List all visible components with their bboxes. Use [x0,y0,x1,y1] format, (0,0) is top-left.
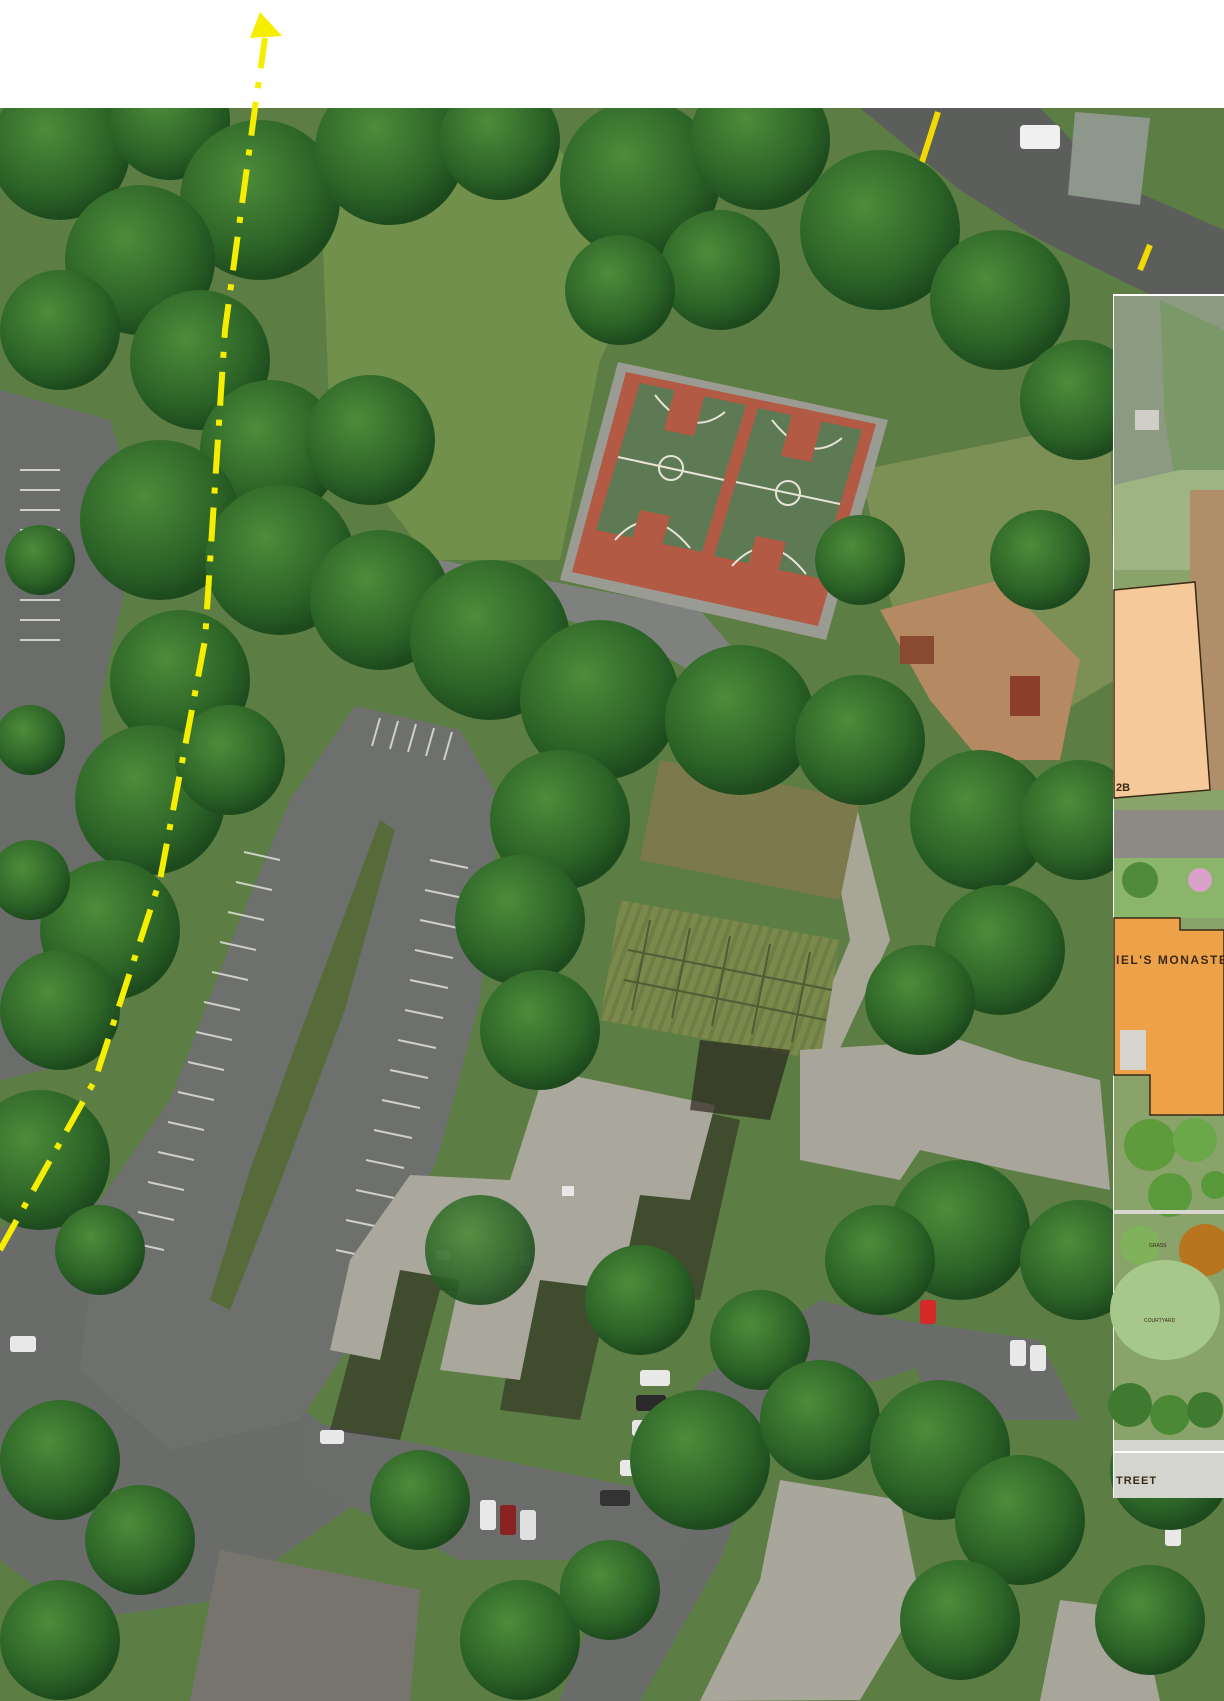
plan-trees [1108,1118,1224,1435]
route-arrow[interactable] [0,12,282,1252]
building-label-1: 2B [1116,782,1130,794]
play-structure-2 [1010,676,1040,716]
tree-canopy [0,108,1224,1700]
plan-small-label-2: COURTYARD [1144,1318,1176,1324]
footpath [800,780,890,1070]
play-structure [900,636,934,664]
site-plan-lawn [1160,300,1224,480]
plan-entry-stair [1120,1030,1146,1070]
plan-divider [1114,1210,1224,1214]
plan-small-label-1: GRASS [1149,1243,1167,1249]
plan-courtyard [1110,1260,1220,1360]
plan-flowering-tree [1188,868,1212,892]
aerial-photo [0,108,1224,1701]
site-plan-house [1135,410,1159,430]
car [1020,125,1060,149]
street-label: TREET [1116,1475,1157,1487]
road-northeast [860,108,1224,330]
curb-marking [919,111,941,163]
building-light [1113,581,1211,799]
plan-tree [1122,862,1158,898]
roof-northeast [1068,112,1150,205]
building-label-2: IEL'S MONASTER [1116,953,1224,967]
community-garden [600,900,840,1060]
basketball-courts [560,362,888,640]
parking-stripes [20,469,469,1259]
route-arrowhead-icon [250,12,282,38]
site-plan-overlay[interactable]: 2B IEL'S MONASTER GRASS COURTYARD TREET [1108,294,1224,1498]
site-plan-road [1114,810,1224,858]
parking-median [210,820,395,1310]
garden-plots [623,919,833,1043]
meadow [640,760,860,900]
route-dashed-line [0,37,268,1252]
curb-marking-2 [1137,243,1153,272]
plan-street [1114,1440,1224,1498]
